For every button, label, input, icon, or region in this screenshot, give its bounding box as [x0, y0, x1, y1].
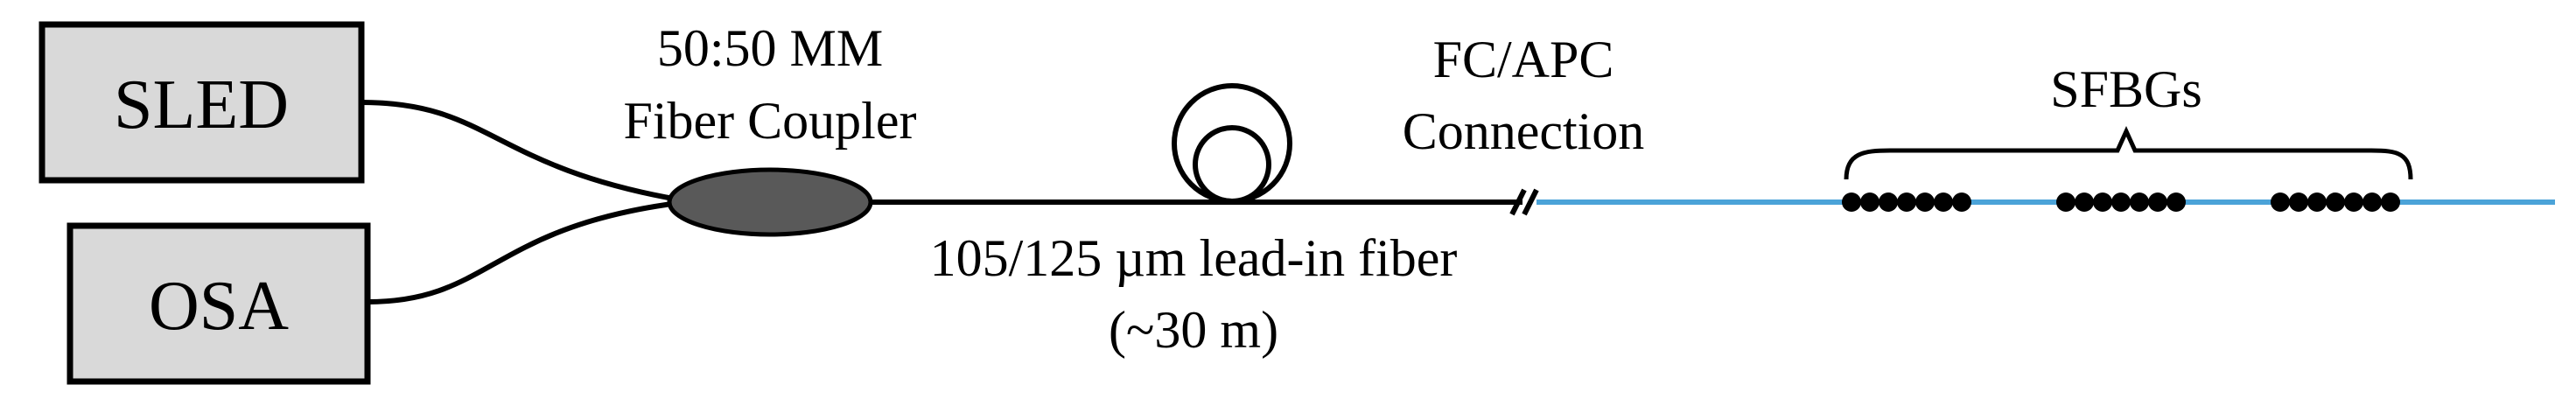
coupler-label-line2: Fiber Coupler — [624, 92, 917, 150]
sfbg-dot — [2326, 192, 2345, 212]
fiber-coupler — [667, 167, 873, 237]
sfbgs-label: SFBGs — [2050, 60, 2202, 118]
sfbg-dot — [2307, 192, 2327, 212]
sfbg-dot — [2148, 192, 2167, 212]
sfbg-dot — [2166, 192, 2186, 212]
sled-fiber — [360, 100, 679, 202]
sfbg-dot — [2271, 192, 2290, 212]
sfbg-dot — [1842, 192, 1861, 212]
sfbg-dot — [2093, 192, 2112, 212]
sfbg-dot — [2344, 192, 2363, 212]
sfbg-dot — [2111, 192, 2131, 212]
connection-label-line1: FC/APC — [1433, 31, 1614, 88]
fiber-spool — [1172, 83, 1292, 204]
sfbg-dot — [1952, 192, 1971, 212]
sfbg-bracket — [1844, 125, 2413, 180]
osa-label: OSA — [149, 268, 289, 345]
sfbg-dot — [1879, 192, 1898, 212]
sled-label: SLED — [114, 66, 289, 144]
sfbg-array — [1842, 192, 2400, 212]
osa-box: OSA — [66, 222, 371, 385]
sfbg-dot — [2130, 192, 2149, 212]
sfbg-dot — [2362, 192, 2382, 212]
sfbg-dot — [1897, 192, 1916, 212]
sfbg-dot — [2289, 192, 2308, 212]
sfbg-dot — [2075, 192, 2094, 212]
connection-label-line2: Connection — [1403, 102, 1645, 160]
sfbg-dot — [2056, 192, 2076, 212]
sfbg-dot — [1915, 192, 1935, 212]
coupler-label-line1: 50:50 MM — [657, 19, 883, 77]
osa-fiber — [367, 200, 679, 304]
fc-apc-connector-mark — [1509, 188, 1539, 216]
sfbg-dot — [1934, 192, 1953, 212]
lead-in-fiber-label-line1: 105/125 µm lead-in fiber — [930, 229, 1458, 287]
sfbg-dot — [1860, 192, 1880, 212]
sfbg-dot — [2381, 192, 2400, 212]
lead-in-fiber-label-line2: (~30 m) — [1109, 301, 1278, 359]
sled-box: SLED — [38, 21, 365, 184]
